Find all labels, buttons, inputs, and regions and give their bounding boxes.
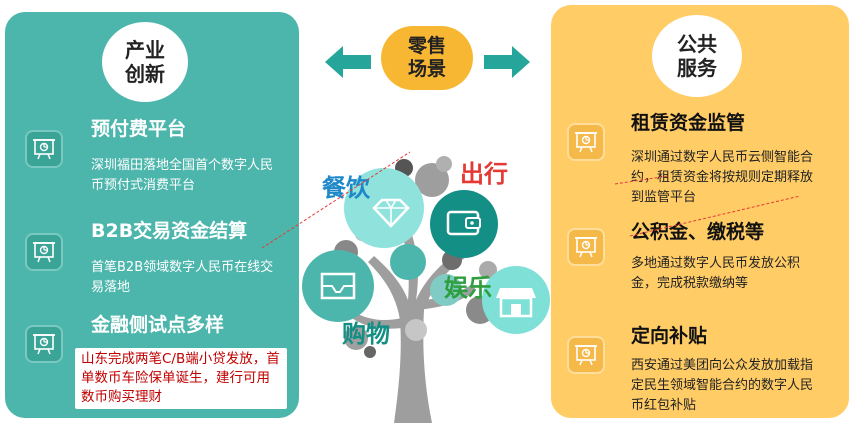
- tree-leaf-circle: [430, 274, 462, 306]
- label-entertainment: 娱乐: [444, 274, 492, 302]
- item-title-b2b-settlement: B2B交易资金结算: [91, 220, 248, 242]
- item-desc-lease-fund-supervision: 深圳通过数字人民币云侧智能合约，租赁资金将按规则定期释放到监管平台: [631, 150, 814, 205]
- diamond-icon: [372, 198, 410, 228]
- tree-leaf-circle: [479, 261, 497, 279]
- presentation-board-icon: [27, 327, 61, 361]
- industry-innovation-header: 产业创新: [102, 22, 188, 102]
- label-travel: 出行: [460, 160, 508, 188]
- shop-icon: [496, 288, 536, 318]
- item-desc-b2b-settlement: 首笔B2B领域数字人民币在线交易落地: [91, 260, 274, 295]
- item-title-lease-fund-supervision: 租赁资金监管: [631, 112, 746, 134]
- header-line-2: 服务: [677, 56, 717, 80]
- tree-leaf-circle: [344, 326, 368, 350]
- retail-title-line-1: 零售: [407, 35, 446, 57]
- presentation-board-icon: [27, 132, 61, 166]
- label-dining: 餐饮: [322, 174, 370, 202]
- tree-branch: [352, 312, 402, 329]
- label-shopping: 购物: [342, 320, 390, 348]
- header-line-2: 创新: [125, 62, 165, 86]
- tray-icon: [320, 272, 356, 300]
- industry-innovation-panel: 产业创新 预付费平台 深圳福田落地全国首个数字人民币预付式消费平台 B2B交易资…: [5, 12, 299, 418]
- item-desc-financial-pilots-text: 山东完成两笔C/B端小贷发放，首单数币车险保单诞生，建行可用数币购买理财: [75, 348, 287, 409]
- wallet-icon: [446, 210, 481, 236]
- travel-circle: [430, 190, 498, 258]
- header-line-1: 公共: [677, 32, 717, 56]
- public-service-panel: 公共服务 租赁资金监管 深圳通过数字人民币云侧智能合约，租赁资金将按规则定期释放…: [551, 5, 849, 418]
- tree-leaf-circle: [405, 319, 427, 341]
- tree-leaf-circle: [364, 346, 376, 358]
- item-title-financial-pilots: 金融侧试点多样: [91, 314, 225, 336]
- shopping-circle: [302, 250, 374, 322]
- public-service-header: 公共服务: [652, 15, 742, 97]
- arrow-left-icon: [325, 46, 371, 78]
- entertainment-circle: [482, 266, 550, 334]
- decorative-dashed-line: [614, 175, 669, 185]
- item-title-prepaid-platform: 预付费平台: [91, 118, 187, 140]
- presentation-board-icon: [569, 230, 603, 264]
- item-desc-prepaid-platform: 深圳福田落地全国首个数字人民币预付式消费平台: [91, 158, 274, 193]
- item-desc-financial-pilots: 山东完成两笔C/B端小贷发放，首单数币车险保单诞生，建行可用数币购买理财: [75, 348, 287, 409]
- tree-leaf-circle: [415, 163, 449, 197]
- item-desc-provident-fund-tax: 多地通过数字人民币发放公积金，完成税款缴纳等: [631, 256, 801, 291]
- presentation-board-icon: [27, 235, 61, 269]
- presentation-board-icon: [569, 125, 603, 159]
- tree-leaf-circle: [436, 156, 452, 172]
- retail-scenario-title: 零售场景: [381, 26, 473, 90]
- header-line-1: 产业: [125, 38, 165, 62]
- item-desc-targeted-subsidy: 西安通过美团向公众发放加载指定民生领域智能合约的数字人民币红包补贴: [631, 358, 814, 413]
- tree-leaf-circle: [390, 244, 426, 280]
- presentation-board-icon: [569, 338, 603, 372]
- item-title-targeted-subsidy: 定向补贴: [631, 325, 708, 347]
- retail-title-line-2: 场景: [407, 58, 446, 80]
- decorative-dashed-line: [261, 151, 411, 249]
- arrow-right-icon: [484, 46, 530, 78]
- retail-tree-illustration: [302, 156, 550, 423]
- decorative-dashed-line: [629, 195, 801, 237]
- item-title-provident-fund-tax: 公积金、缴税等: [631, 221, 765, 243]
